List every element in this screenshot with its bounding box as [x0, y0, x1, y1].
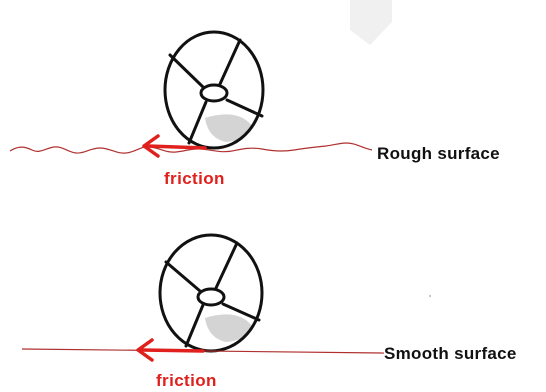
smooth-surface-panel: friction Smooth surface	[21, 233, 517, 390]
wheel-hub	[199, 83, 229, 103]
rough-surface-line	[9, 142, 373, 154]
friction-label-smooth: friction	[156, 371, 217, 390]
wheel-shadow	[205, 114, 252, 142]
rough-surface-label: Rough surface	[377, 144, 500, 163]
friction-arrow-smooth	[136, 338, 205, 362]
wheel-shadow	[205, 314, 252, 342]
friction-label-rough: friction	[164, 169, 225, 188]
speck-dot	[429, 295, 431, 297]
wheel-rim	[163, 30, 265, 150]
wheel-spoke	[225, 98, 264, 118]
wheel-spoke	[218, 38, 242, 86]
wheel-smooth-icon	[158, 233, 264, 353]
friction-arrow-rough	[142, 134, 207, 158]
wheel-spoke	[168, 53, 205, 89]
smooth-surface-label: Smooth surface	[384, 344, 517, 363]
wheel-spoke	[221, 302, 261, 322]
wheel-spoke	[214, 241, 239, 290]
wheel-spoke	[184, 303, 205, 348]
wheel-rough-icon	[163, 30, 265, 150]
watermark-shape	[350, 0, 392, 45]
wheel-spoke	[187, 100, 208, 145]
wheel-hub	[196, 287, 226, 307]
wheel-spoke	[164, 260, 202, 293]
rough-surface-panel: friction Rough surface	[9, 30, 500, 188]
